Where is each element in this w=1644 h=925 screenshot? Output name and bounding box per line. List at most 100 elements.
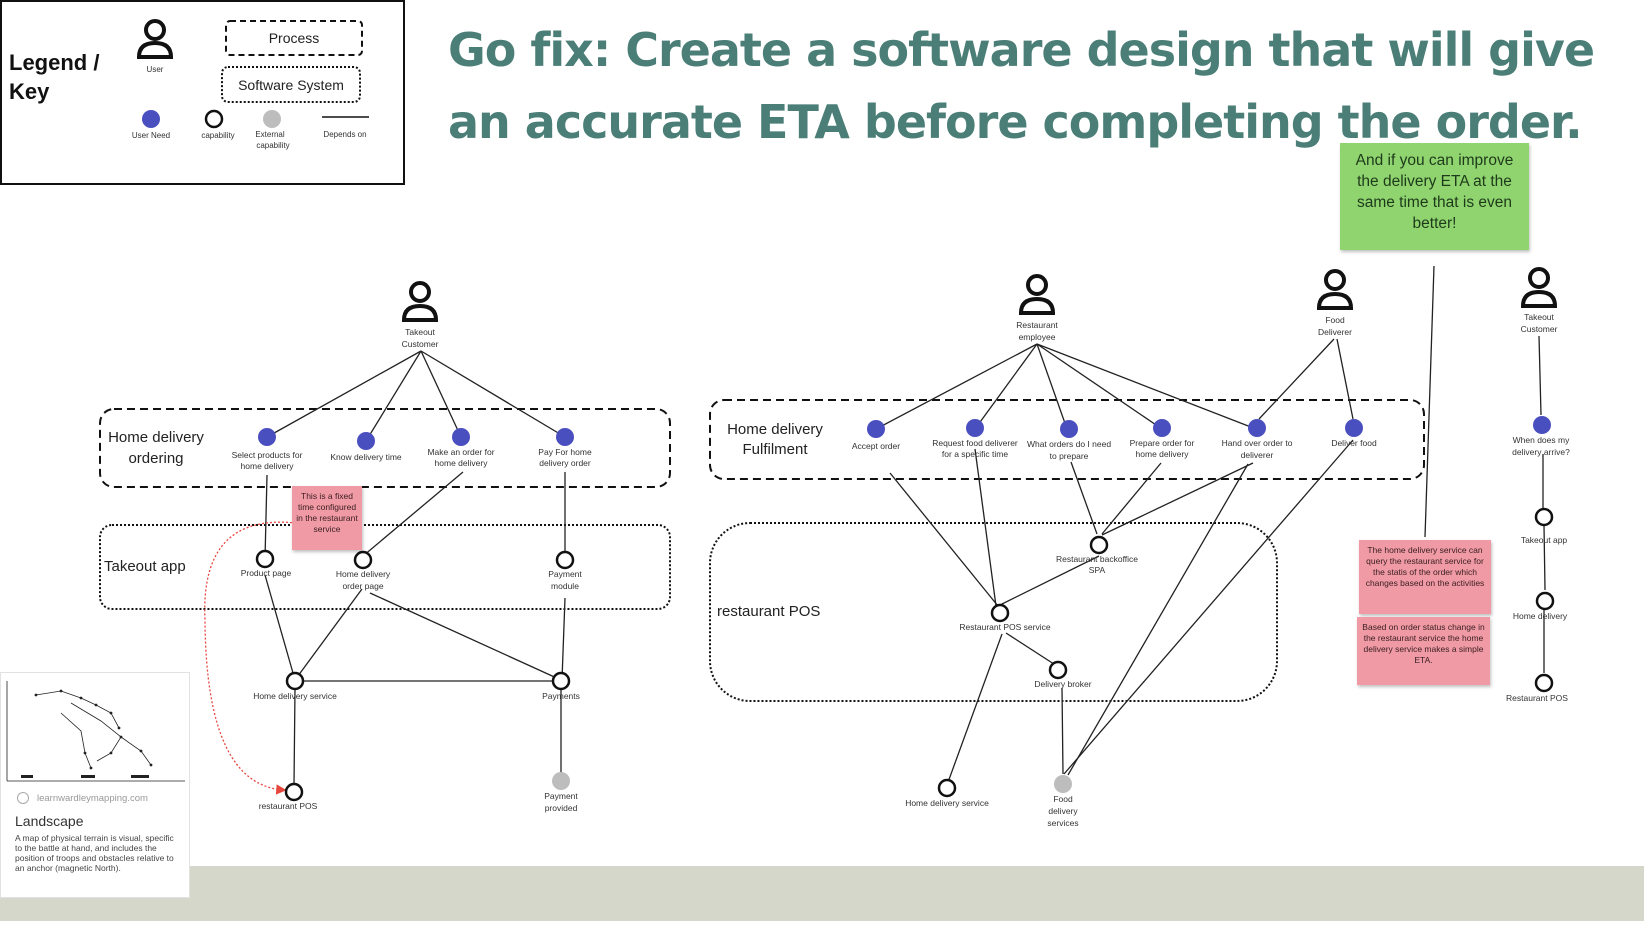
label-prepare-order-1: Prepare order for [1130, 438, 1195, 448]
label-home-delivery-order-page-2: order page [342, 581, 383, 591]
footer-band [0, 866, 1644, 925]
label-pay-home-delivery-1: Pay For home [538, 447, 592, 457]
label-make-order-2: home delivery [435, 458, 489, 468]
need-hand-over-order [1248, 419, 1266, 437]
need-accept-order [867, 420, 885, 438]
dependency-lines [264, 265, 1546, 786]
cap-home-delivery-service [285, 671, 305, 691]
cap-home-delivery-service-2 [937, 778, 957, 798]
cap-delivery-broker [1048, 660, 1068, 680]
headline-line-2: an accurate ETA before completing the or… [448, 95, 1583, 149]
label-takeout-customer-2-2: Customer [1521, 324, 1558, 334]
group-label-home-delivery-fulfilment-1: Home delivery [727, 421, 823, 438]
legend-process-label: Process [269, 30, 320, 46]
cap-payment-module [555, 550, 575, 570]
label-restaurant-pos-2: Restaurant POS [1506, 693, 1568, 703]
label-know-delivery-time: Know delivery time [330, 452, 402, 462]
cap-home-delivery-2 [1535, 591, 1555, 611]
cap-payments [551, 671, 571, 691]
user-restaurant-employee-icon [1018, 274, 1056, 315]
label-accept-order: Accept order [852, 441, 900, 451]
label-food-deliverer-1: Food [1325, 315, 1345, 325]
legend-software-system-label: Software System [238, 77, 344, 93]
cap-product-page [255, 549, 275, 569]
cap-restaurant-backoffice-spa [1089, 535, 1109, 555]
cap-takeout-app-2 [1534, 507, 1554, 527]
cap-home-delivery-order-page [353, 550, 373, 570]
need-deliver-food [1345, 419, 1363, 437]
sticky-note-improve-eta: And if you can improve the delivery ETA … [1340, 143, 1529, 250]
label-restaurant-pos: restaurant POS [259, 801, 318, 811]
label-takeout-customer-1: Takeout [405, 327, 435, 337]
cap-restaurant-pos-service [990, 603, 1010, 623]
user-need-nodes [258, 416, 1551, 450]
cap-restaurant-pos [284, 782, 304, 802]
label-prepare-order-2: home delivery [1136, 449, 1190, 459]
group-home-delivery-fulfilment [709, 399, 1425, 480]
card-description: A map of physical terrain is visual, spe… [15, 833, 174, 873]
card-title: Landscape [15, 813, 84, 829]
legend-external-label-2: capability [256, 141, 289, 150]
label-restaurant-employee-1: Restaurant [1016, 320, 1058, 330]
label-request-food-deliverer-2: for a specific time [942, 449, 1008, 459]
label-food-deliverer-2: Deliverer [1318, 327, 1352, 337]
label-what-orders-2: to prepare [1050, 451, 1089, 461]
label-food-delivery-services-1: Food [1053, 794, 1073, 804]
group-restaurant-pos [709, 522, 1278, 702]
label-restaurant-pos-service: Restaurant POS service [959, 622, 1050, 632]
need-what-orders [1060, 420, 1078, 438]
landscape-sketch [6, 681, 185, 782]
footer-strip [0, 921, 1644, 925]
label-payment-module-1: Payment [548, 569, 582, 579]
label-deliver-food: Deliver food [1331, 438, 1377, 448]
label-takeout-customer-2: Customer [402, 339, 439, 349]
sticky-note-fixed-time: This is a fixed time configured in the r… [292, 486, 362, 550]
legend-capability-label: capability [201, 131, 234, 140]
legend-user-icon [136, 19, 174, 59]
label-takeout-app-2: Takeout app [1521, 535, 1568, 545]
label-when-delivery-arrive-1: When does my [1513, 435, 1570, 445]
legend-depends-label: Depends on [323, 130, 366, 139]
label-home-delivery-service: Home delivery service [253, 691, 337, 701]
legend: Legend / Key User Process Software Syste… [9, 19, 369, 150]
capability-nodes [255, 507, 1555, 802]
headline-line-1: Go fix: Create a software design that wi… [448, 23, 1595, 77]
group-home-delivery-ordering [99, 408, 671, 488]
label-food-delivery-services-2: delivery [1048, 806, 1078, 816]
sticky-note-status-change: Based on order status change in the rest… [1357, 617, 1490, 685]
need-know-delivery-time [357, 432, 375, 450]
label-restaurant-backoffice-spa-2: SPA [1089, 565, 1106, 575]
legend-external-label-1: External [255, 130, 285, 139]
legend-capability-dot [204, 109, 224, 129]
label-payments: Payments [542, 691, 580, 701]
label-hand-over-order-2: deliverer [1241, 450, 1274, 460]
label-home-delivery-service-2: Home delivery service [905, 798, 989, 808]
legend-panel [0, 0, 405, 185]
landscape-card[interactable]: learnwardleymapping.com Landscape A map … [0, 672, 190, 898]
legend-external-dot [263, 110, 281, 128]
label-takeout-customer-2-1: Takeout [1524, 312, 1554, 322]
label-payment-module-2: module [551, 581, 579, 591]
legend-user-need-label: User Need [132, 131, 170, 140]
group-label-takeout-app: Takeout app [104, 558, 186, 575]
label-delivery-broker: Delivery broker [1034, 679, 1091, 689]
need-pay-home-delivery [556, 428, 574, 446]
label-request-food-deliverer-1: Request food deliverer [932, 438, 1018, 448]
card-site-link[interactable]: learnwardleymapping.com [37, 793, 148, 804]
group-takeout-app [99, 524, 671, 610]
group-label-restaurant-pos: restaurant POS [717, 603, 820, 620]
label-hand-over-order-1: Hand over order to [1222, 438, 1293, 448]
need-prepare-order [1153, 419, 1171, 437]
label-payment-provided-2: provided [545, 803, 578, 813]
external-capability-nodes [552, 772, 1072, 793]
legend-title-line1: Legend / [9, 50, 99, 75]
group-label-home-delivery-ordering-1: Home delivery [108, 429, 204, 446]
label-select-products-2: home delivery [241, 461, 295, 471]
user-takeout-customer-2-icon [1520, 267, 1558, 308]
label-restaurant-employee-2: employee [1019, 332, 1056, 342]
label-pay-home-delivery-2: delivery order [539, 458, 591, 468]
user-food-deliverer-icon [1316, 269, 1354, 310]
group-label-home-delivery-ordering-2: ordering [128, 450, 183, 467]
fixed-time-redirect-arrow [204, 521, 297, 795]
sticky-note-query-status: The home delivery service can query the … [1359, 540, 1491, 614]
